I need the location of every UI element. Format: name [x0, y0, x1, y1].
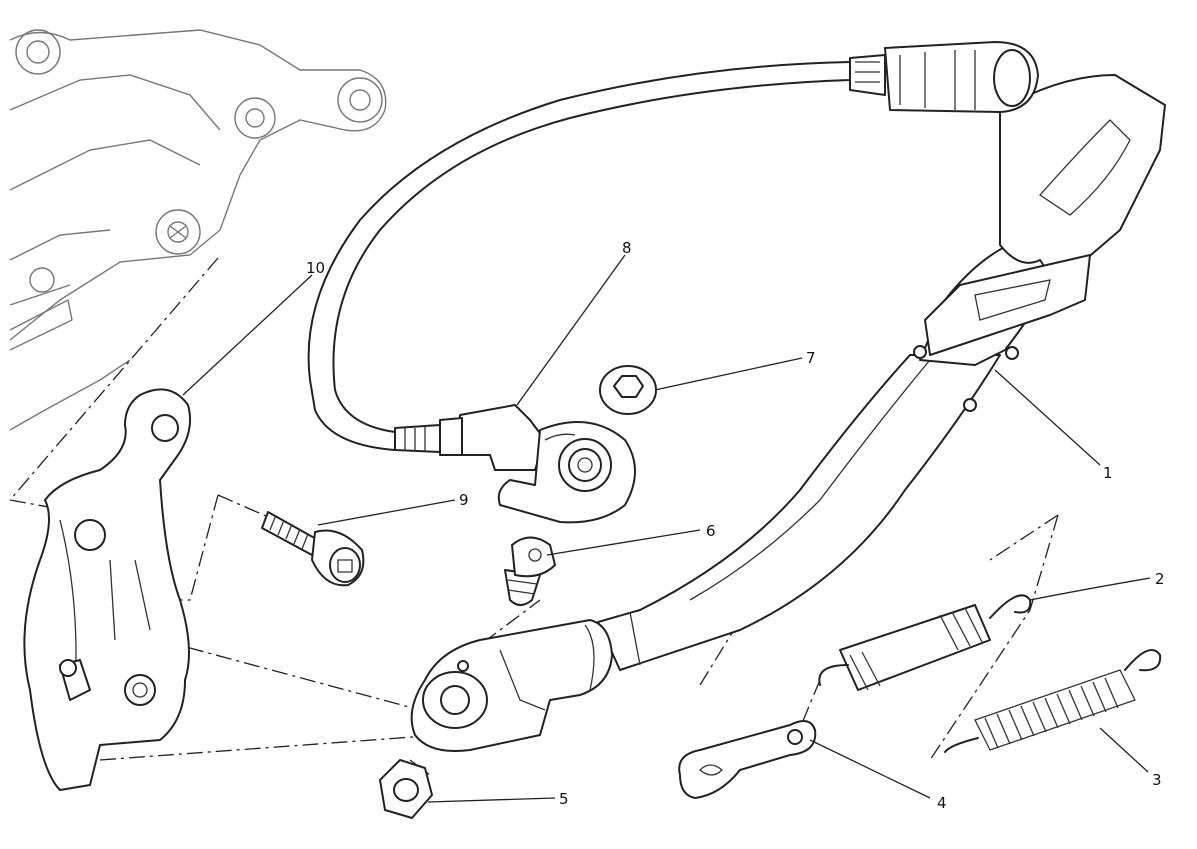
long-spring — [944, 649, 1162, 753]
callout-3: 3 — [1152, 771, 1162, 789]
callout-labels: 1 2 3 4 5 6 7 8 9 10 — [306, 239, 1165, 812]
callout-7: 7 — [806, 349, 816, 367]
washer — [599, 365, 657, 415]
bracket-plate — [23, 388, 191, 791]
callout-8: 8 — [622, 239, 632, 257]
engine-casing — [9, 29, 387, 431]
short-spring — [818, 594, 1032, 691]
stand-pivot-eye — [410, 619, 613, 752]
callout-9: 9 — [459, 491, 469, 509]
stand-switch-sensor — [307, 41, 1039, 524]
callout-1: 1 — [1103, 464, 1113, 482]
callout-2: 2 — [1155, 570, 1165, 588]
callout-6: 6 — [706, 522, 716, 540]
spring-plate — [678, 720, 817, 799]
nut — [379, 759, 433, 819]
callout-5: 5 — [559, 790, 569, 808]
side-stand-leg — [597, 74, 1166, 671]
callout-10: 10 — [306, 259, 325, 277]
callout-4: 4 — [937, 794, 947, 812]
socket-cap-screw — [261, 511, 365, 587]
leader-lines — [182, 254, 1151, 803]
sensor-pin — [504, 536, 556, 606]
